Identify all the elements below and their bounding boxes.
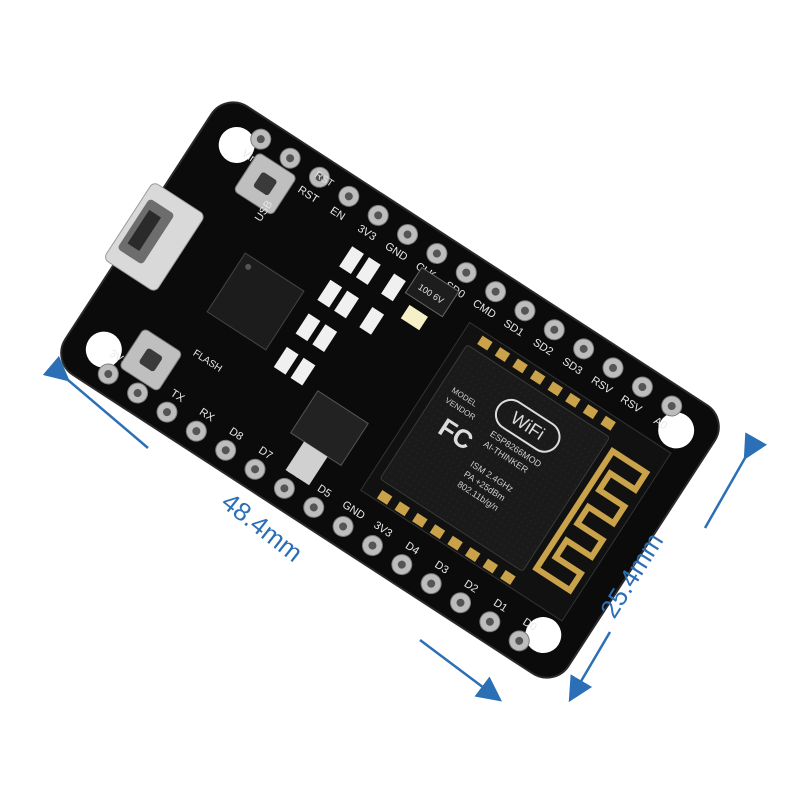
module-pad [600, 415, 616, 431]
pin-hole [515, 636, 524, 645]
pin-hole [339, 522, 348, 531]
mount-hole [218, 126, 255, 163]
smd-components [273, 246, 406, 386]
pin-hole [485, 617, 494, 626]
rf-shield [380, 345, 610, 571]
module-pad [529, 369, 546, 385]
pin-hole [133, 389, 142, 398]
pin-hole [550, 325, 559, 334]
pcb-board: VinGNDRSTEN3V3GNDCLKSD0CMDSD1SD2SD3RSVRS… [60, 101, 720, 679]
pin-hole [286, 154, 295, 163]
module-pad [464, 547, 481, 563]
flash-button [120, 329, 182, 391]
esp8266-module: WiFi FC MODEL VENDOR ESP8266MOD AI-THINK… [360, 321, 672, 622]
pin-hole [251, 465, 260, 474]
pin-hole [309, 503, 318, 512]
pin-hole [609, 363, 618, 372]
pin-hole [667, 402, 676, 411]
micro-usb-port [105, 183, 204, 291]
pin-hole [315, 173, 324, 182]
mount-hole [658, 412, 695, 449]
pin-hole [491, 287, 500, 296]
module-pad [482, 558, 499, 574]
pcb-antenna [532, 446, 651, 595]
module-pad [512, 358, 528, 374]
pin-hole [192, 427, 201, 436]
length-dimension-arrow [42, 355, 502, 702]
module-pad [394, 501, 411, 517]
pin-hole [374, 211, 383, 220]
pin-hole [462, 268, 471, 277]
pin-hole [403, 230, 412, 239]
module-pad [547, 381, 564, 397]
pin-hole [638, 382, 647, 391]
module-pad [500, 570, 516, 585]
pin-hole [456, 598, 465, 607]
pin-hole [221, 446, 230, 455]
pin-hole [162, 408, 171, 417]
voltage-regulator [285, 390, 369, 486]
usb-serial-chip [206, 252, 305, 351]
pin-hole [520, 306, 529, 315]
module-pad [376, 489, 393, 505]
module-pad [429, 524, 446, 540]
mount-hole [85, 331, 122, 368]
pin-hole [280, 484, 289, 493]
module-pad [477, 335, 493, 351]
width-dimension-arrow [568, 432, 768, 703]
pin-hole [579, 344, 588, 353]
module-pad [447, 535, 463, 551]
capacitor: 100 6V [404, 266, 460, 318]
pin-hole [344, 192, 353, 201]
pin-hole [104, 369, 113, 378]
module-pad [494, 347, 511, 362]
module-pad [412, 512, 428, 528]
pin-hole [368, 541, 377, 550]
pin-hole [427, 579, 436, 588]
led [400, 304, 428, 331]
pin-hole [432, 249, 441, 258]
pin-hole [256, 135, 265, 144]
rst-button [234, 153, 296, 215]
pin-hole [397, 560, 406, 569]
module-pad [582, 404, 599, 420]
mount-hole [525, 617, 562, 654]
module-pad [565, 392, 581, 408]
